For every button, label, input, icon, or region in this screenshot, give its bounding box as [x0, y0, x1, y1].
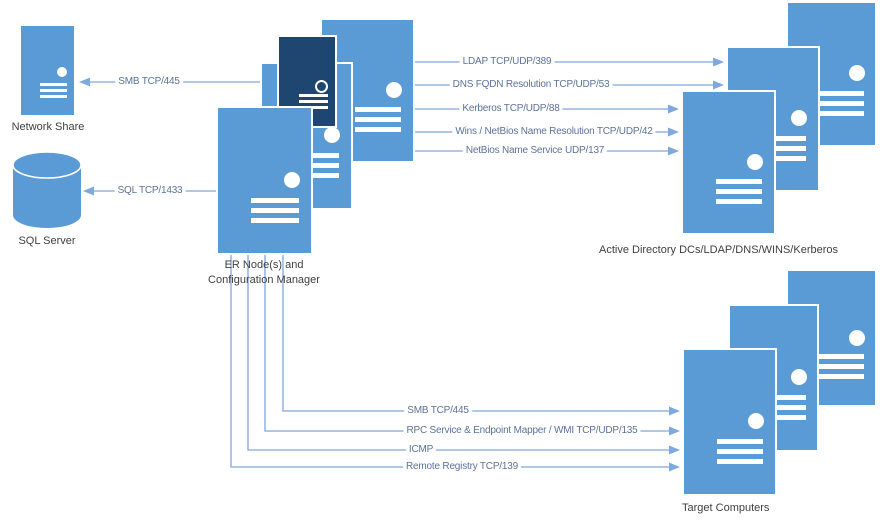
connector-icmp — [247, 253, 680, 455]
sql-server-label: SQL Server — [18, 235, 76, 247]
server-lines — [299, 93, 328, 112]
server-lines — [715, 179, 763, 209]
server-lines — [819, 354, 864, 384]
connector-label-remote-registry: Remote Registry TCP/139 — [403, 461, 521, 473]
server-dot — [324, 127, 341, 144]
connector-label-kerberos: Kerberos TCP/UDP/88 — [459, 103, 563, 115]
server-ring — [314, 79, 328, 93]
server-lines — [294, 153, 340, 183]
server-lines — [354, 107, 402, 137]
server-dot — [848, 65, 865, 82]
server-dot — [56, 66, 67, 77]
connector-label-netbios: NetBios Name Service UDP/137 — [462, 145, 608, 157]
server-lines — [819, 91, 864, 121]
server-dot — [748, 413, 765, 430]
server-lines — [760, 136, 807, 166]
network-share-server-icon — [19, 24, 76, 117]
ad-cluster-server-front — [681, 90, 776, 235]
active-directory-label: Active Directory DCs/LDAP/DNS/WINS/Kerbe… — [599, 244, 838, 256]
sql-database-cylinder-icon — [12, 151, 82, 228]
connector-label-ldap: LDAP TCP/UDP/389 — [459, 56, 555, 68]
er-nodes-label: ER Node(s) and Configuration Manager — [208, 259, 320, 286]
server-lines — [251, 197, 299, 228]
connector-label-icmp: ICMP — [405, 444, 437, 456]
connector-label-rpc-wmi: RPC Service & Endpoint Mapper / WMI TCP/… — [403, 425, 641, 437]
target-computers-label: Target Computers — [682, 502, 770, 514]
network-share-label: Network Share — [11, 121, 85, 133]
target-cluster-server-front — [682, 348, 777, 496]
connector-label-sql: SQL TCP/1433 — [114, 185, 186, 197]
connector-label-dns: DNS FQDN Resolution TCP/UDP/53 — [449, 79, 613, 91]
server-lines — [716, 439, 764, 469]
server-dot — [386, 82, 403, 99]
connector-label-smb-share: SMB TCP/445 — [115, 76, 183, 88]
server-dot — [848, 329, 865, 346]
server-dot — [283, 171, 300, 188]
er-cluster-server-front — [216, 106, 313, 255]
server-lines — [40, 82, 68, 101]
server-dot — [791, 110, 808, 127]
connector-remote-registry — [230, 253, 680, 472]
connector-smb-target — [282, 253, 680, 416]
server-dot — [747, 154, 764, 171]
connector-label-smb-target: SMB TCP/445 — [404, 405, 472, 417]
connector-label-wins: Wins / NetBios Name Resolution TCP/UDP/4… — [452, 126, 656, 138]
server-lines — [761, 395, 806, 425]
server-dot — [790, 369, 807, 386]
